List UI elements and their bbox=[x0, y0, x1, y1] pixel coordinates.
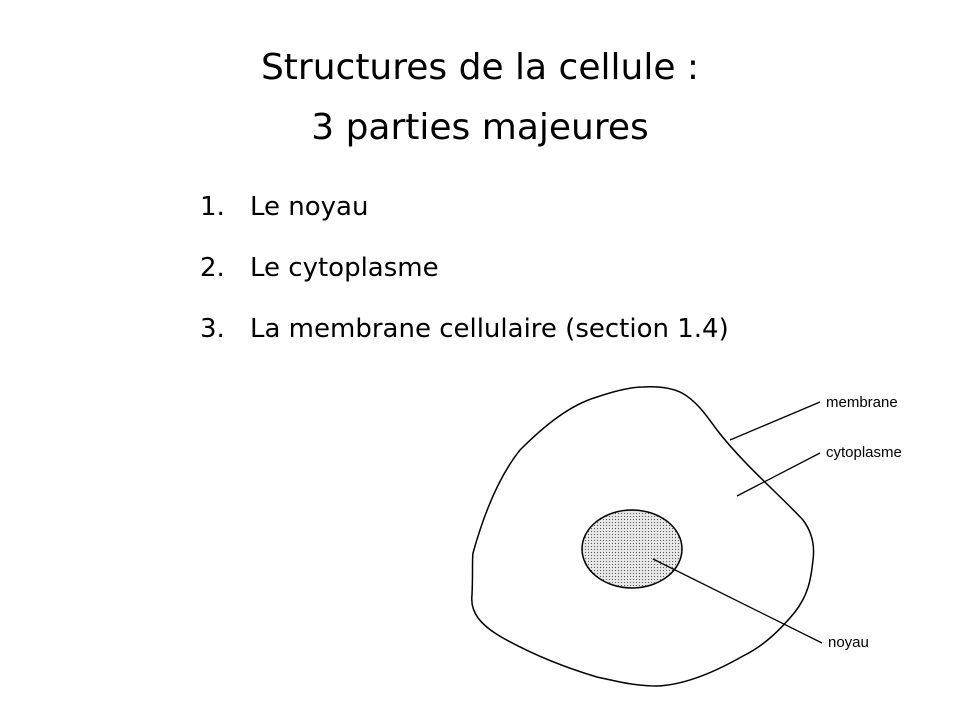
membrane-label: membrane bbox=[826, 394, 898, 411]
list-text: La membrane cellulaire (section 1.4) bbox=[250, 314, 729, 344]
numbered-list: 1. Le noyau 2. Le cytoplasme 3. La membrane… bbox=[200, 192, 729, 375]
membrane-pointer-line bbox=[729, 401, 821, 441]
noyau-label: noyau bbox=[828, 634, 869, 651]
list-text: Le cytoplasme bbox=[250, 253, 439, 283]
cytoplasme-label: cytoplasme bbox=[826, 444, 902, 461]
title-line-1: Structures de la cellule : bbox=[260, 47, 700, 88]
list-number: 2. bbox=[200, 253, 225, 283]
list-number: 1. bbox=[200, 192, 225, 222]
list-number: 3. bbox=[200, 314, 225, 344]
nucleus bbox=[581, 509, 683, 589]
list-item: 1. Le noyau bbox=[200, 192, 729, 253]
cytoplasme-pointer-line bbox=[736, 452, 821, 497]
noyau-pointer-line bbox=[652, 558, 823, 644]
list-item: 3. La membrane cellulaire (section 1.4) bbox=[200, 314, 729, 375]
title-line-2: 3 parties majeures bbox=[311, 107, 649, 148]
slide-title: Structures de la cellule : 3 parties maj… bbox=[0, 38, 960, 158]
cell-membrane-outline bbox=[471, 386, 815, 687]
list-text: Le noyau bbox=[250, 192, 369, 222]
list-item: 2. Le cytoplasme bbox=[200, 253, 729, 314]
